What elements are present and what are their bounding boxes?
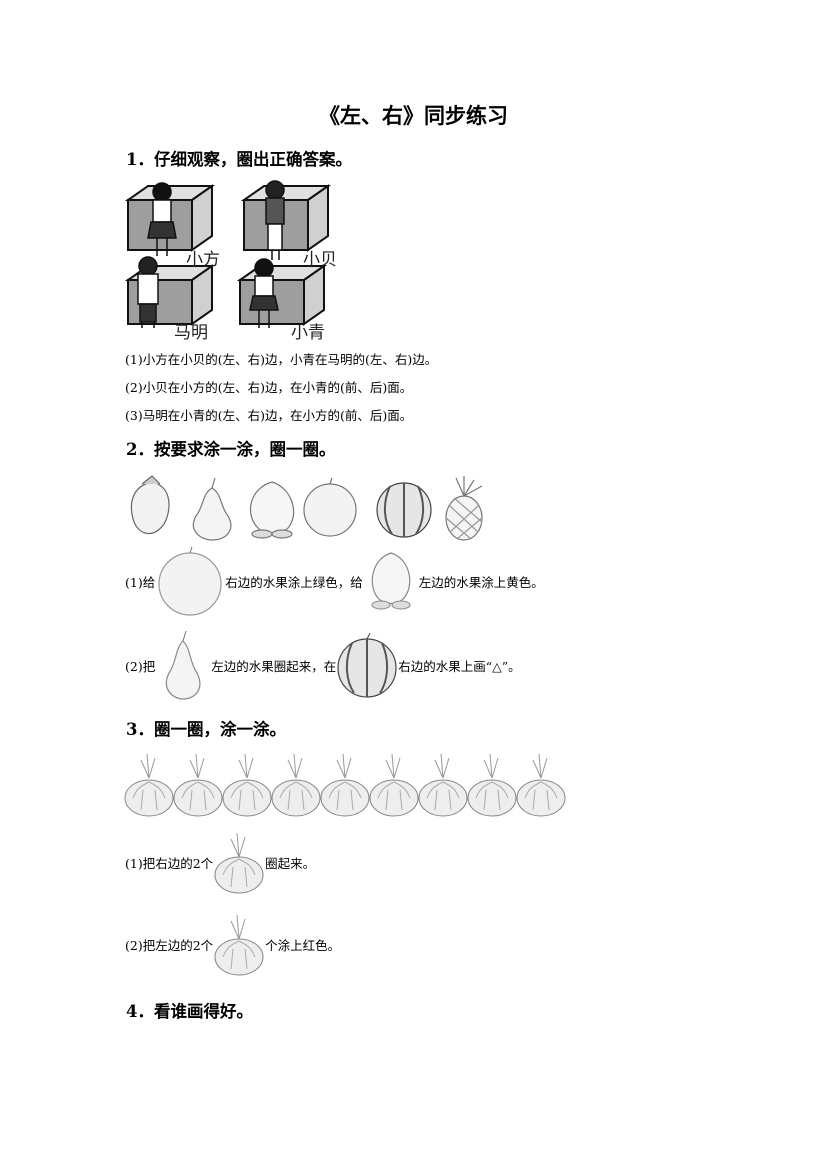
pear-icon (192, 477, 232, 541)
fruit-row (130, 475, 483, 541)
question-1-2: (2)小贝在小方的(左、右)边，在小青的(前、后)面。 (125, 380, 413, 395)
onion-icon (214, 914, 264, 976)
onion-icon (214, 832, 264, 894)
desk-icon (236, 264, 328, 326)
apple-icon (158, 546, 222, 616)
boy-figure-icon (265, 180, 285, 260)
question-2-1: (1)给 右边的水果涂上绿色，给 左边的水果涂上黄色。 (125, 546, 544, 616)
classroom-illustration (124, 180, 332, 328)
q2-2-suffix: 右边的水果上画“△”。 (398, 658, 521, 674)
name-label-xiaobei: 小贝 (303, 250, 337, 270)
apple-icon (303, 477, 357, 537)
section-1-heading: 1．仔细观察，圈出正确答案。 (126, 150, 352, 169)
watermelon-icon (376, 482, 432, 538)
section-3-heading: 3．圈一圈，涂一涂。 (126, 720, 286, 739)
onion-icon (271, 753, 321, 817)
onion-icon (124, 753, 174, 817)
q2-2-prefix: (2)把 (125, 658, 156, 674)
name-label-xiaofang: 小方 (186, 250, 220, 270)
peach-icon (249, 481, 295, 539)
onion-icon (418, 753, 468, 817)
name-label-maming: 马明 (174, 323, 208, 343)
question-1-3: (3)马明在小青的(左、右)边，在小方的(前、后)面。 (125, 408, 413, 423)
q3-1-prefix: (1)把右边的2个 (125, 855, 214, 871)
question-3-1: (1)把右边的2个 圈起来。 (125, 828, 315, 896)
section-2-heading: 2．按要求涂一涂，圈一圈。 (126, 440, 336, 459)
name-label-xiaoqing: 小青 (291, 323, 325, 343)
peach-icon (371, 552, 411, 610)
q2-1-prefix: (1)给 (125, 574, 156, 590)
page-title: 《左、右》同步练习 (319, 103, 508, 128)
question-2-2: (2)把 左边的水果圈起来，在 右边的水果上画“△”。 (125, 628, 521, 702)
q3-1-suffix: 圈起来。 (265, 855, 316, 871)
strawberry-icon (130, 475, 170, 535)
onion-icon (369, 753, 419, 817)
q3-2-prefix: (2)把左边的2个 (125, 937, 214, 953)
desk-icon (124, 264, 216, 326)
girl-figure-icon (147, 182, 177, 256)
question-1-1: (1)小方在小贝的(左、右)边，小青在马明的(左、右)边。 (125, 352, 438, 367)
pineapple-icon (445, 476, 483, 541)
q2-1-suffix: 左边的水果涂上黄色。 (418, 574, 544, 590)
pear-icon (166, 630, 201, 700)
q2-2-mid: 左边的水果圈起来，在 (211, 658, 337, 674)
section-4-heading: 4．看谁画得好。 (126, 1002, 253, 1021)
question-3-2: (2)把左边的2个 个涂上红色。 (125, 910, 340, 978)
q2-1-mid: 右边的水果涂上绿色，给 (225, 574, 363, 590)
boy-figure-icon (137, 256, 159, 328)
q3-2-suffix: 个涂上红色。 (265, 937, 341, 953)
girl-figure-icon (249, 258, 279, 328)
onion-icon (467, 753, 517, 817)
onion-icon (173, 753, 223, 817)
onion-icon (222, 753, 272, 817)
watermelon-icon (337, 632, 397, 698)
onion-icon (320, 753, 370, 817)
desk-icon (240, 184, 332, 252)
onion-icon (516, 753, 566, 817)
onion-row (124, 753, 566, 817)
